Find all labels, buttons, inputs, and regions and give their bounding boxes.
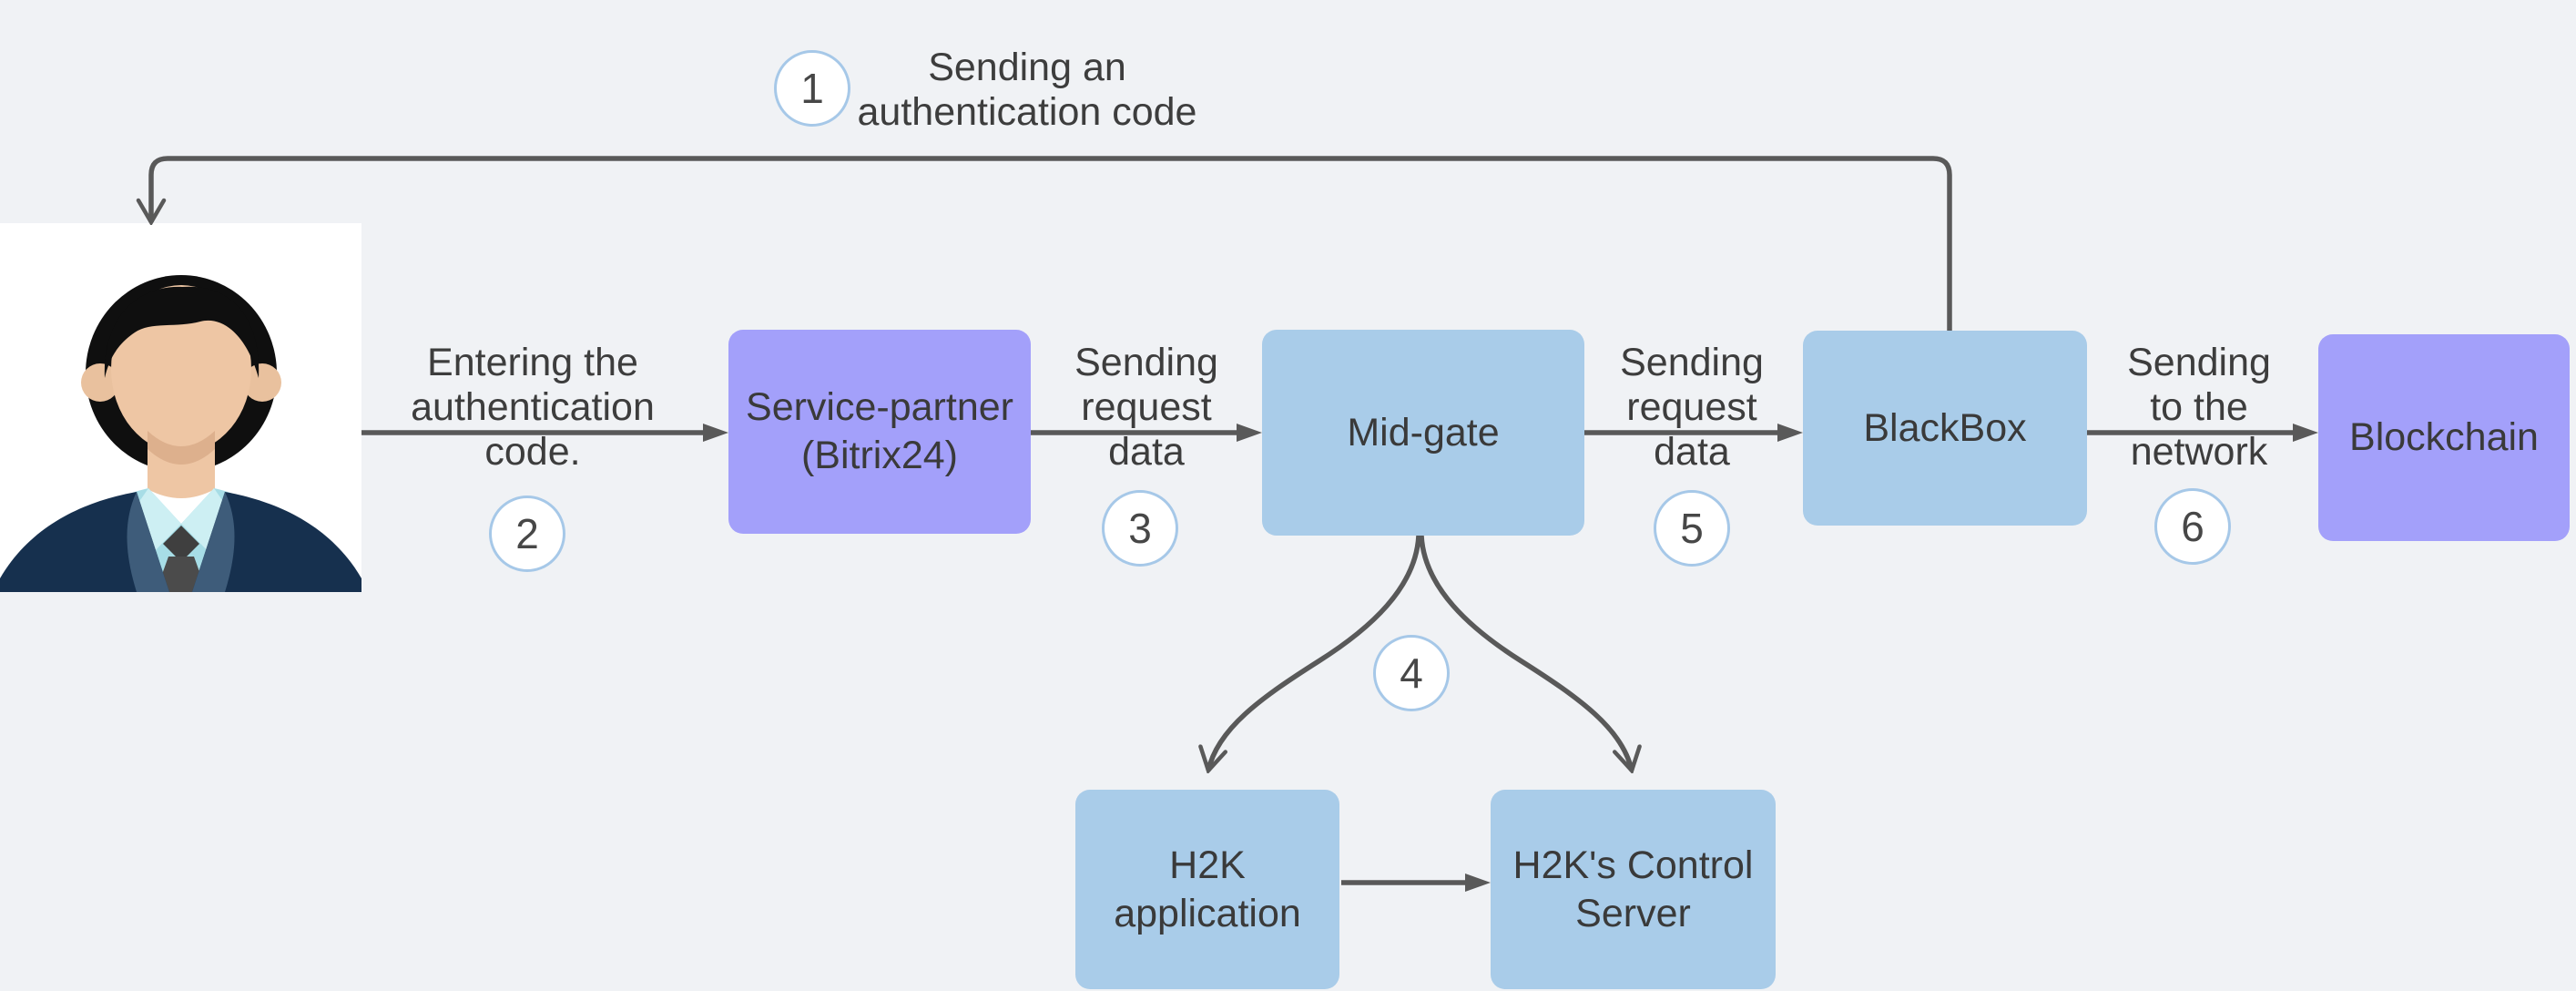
node-label: Blockchain [2349, 415, 2539, 459]
step-badge-5: 5 [1654, 490, 1730, 567]
node-blockchain: Blockchain [2318, 334, 2570, 541]
node-blackbox: BlackBox [1803, 331, 2087, 526]
hair-fringe [104, 286, 260, 378]
step-badge-3: 3 [1102, 490, 1178, 567]
node-label: (Bitrix24) [800, 434, 959, 477]
suit-left [0, 492, 169, 592]
node-label: H2K's Control [1512, 843, 1754, 887]
ear-right [243, 363, 281, 402]
ear-left [81, 363, 119, 402]
edge-label-step5: Sending request data [1620, 341, 1764, 474]
lapel-left [127, 492, 169, 592]
edge-label-step6: Sending to the network [2127, 341, 2271, 474]
node-label: H2K [1169, 843, 1246, 887]
edge-label-step2: Entering the authentication code. [411, 341, 655, 474]
node-label: application [1114, 891, 1301, 935]
edge-label-step3: Sending request data [1074, 341, 1218, 474]
tie-body [156, 557, 207, 592]
node-label: Server [1575, 891, 1691, 935]
neck-shadow [148, 431, 215, 465]
step-badge-1: 1 [774, 50, 850, 127]
step-badge-2: 2 [489, 496, 565, 572]
edge-step4-fork-right [1419, 535, 1632, 771]
node-mid-gate: Mid-gate [1262, 330, 1584, 536]
node-service-partner: Service-partner (Bitrix24) [728, 330, 1031, 534]
step-badge-6: 6 [2154, 488, 2231, 565]
edge-step4-fork-left [1208, 535, 1421, 771]
suit-right [192, 492, 361, 592]
node-h2k-control-server: H2K's Control Server [1491, 790, 1776, 989]
edge-step1-feedback-line [151, 156, 1952, 331]
node-label: Service-partner [746, 385, 1013, 429]
step-badge-4: 4 [1373, 635, 1450, 711]
node-label: Mid-gate [1347, 410, 1500, 455]
user-avatar [0, 223, 361, 592]
node-h2k-application: H2K application [1075, 790, 1339, 989]
lapel-right [192, 492, 235, 592]
node-label: BlackBox [1863, 405, 2027, 450]
edge-label-step1: Sending an authentication code [857, 46, 1197, 134]
tie-knot [163, 526, 199, 562]
